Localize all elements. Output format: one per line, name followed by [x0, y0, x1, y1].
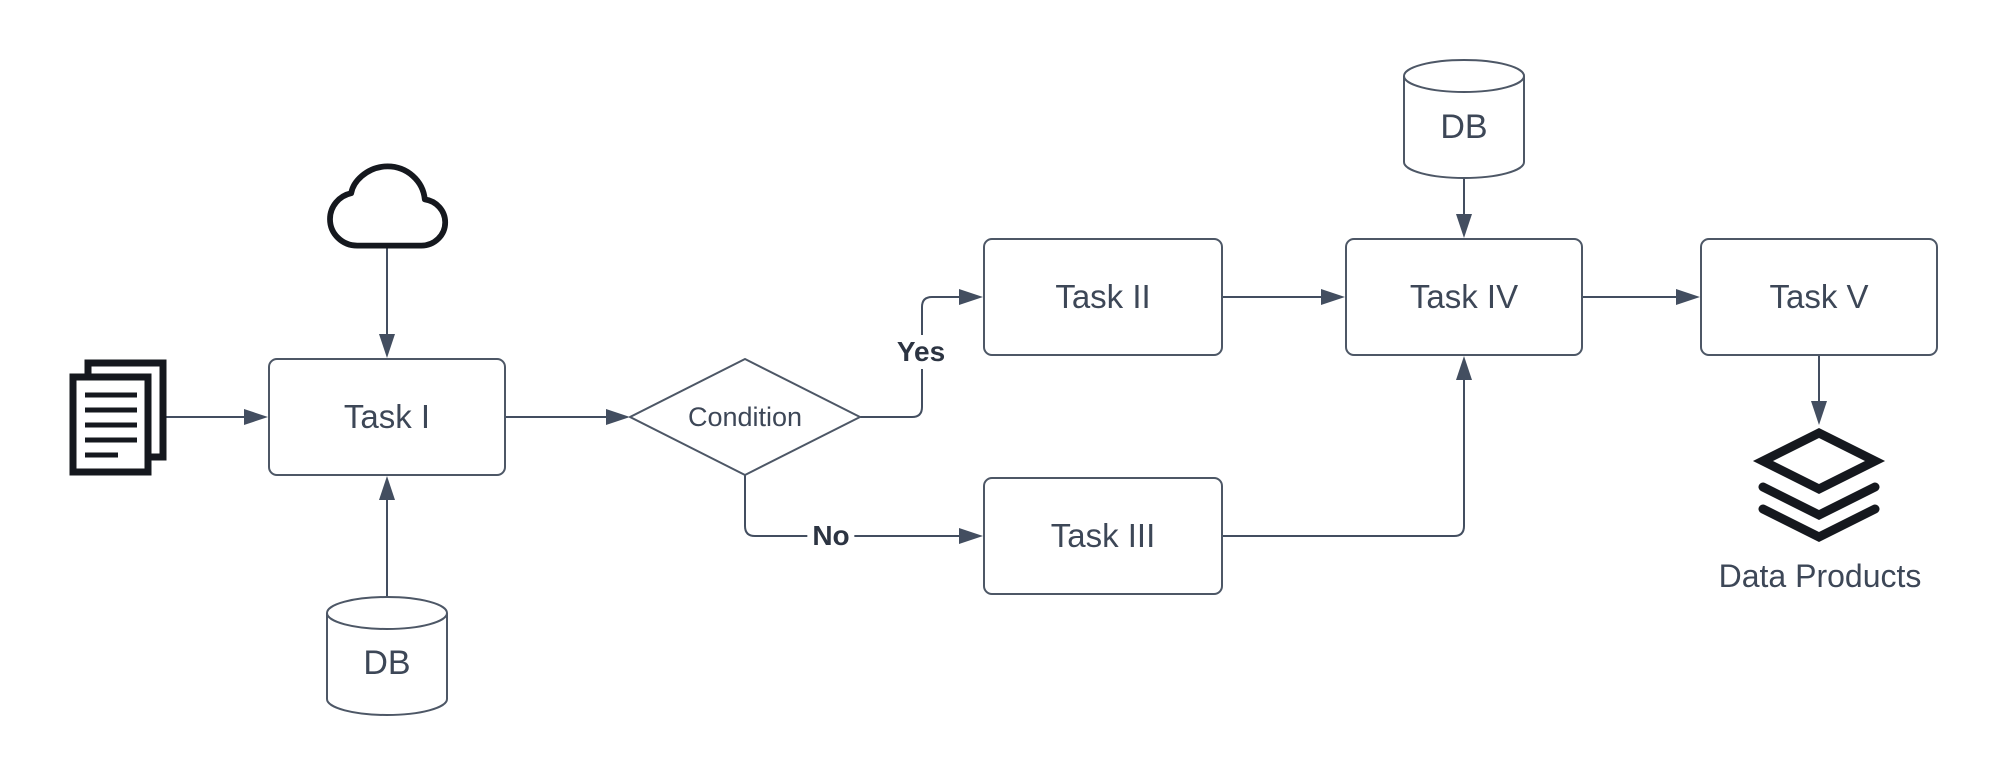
edge-task2-to-task4	[1223, 289, 1345, 305]
database-left-label: DB	[363, 643, 411, 682]
edge-dbleft-to-task1	[379, 476, 395, 597]
node-task-5: Task V	[1700, 238, 1938, 356]
edge-task3-to-task4	[1223, 356, 1472, 537]
edge-task4-to-task5	[1583, 289, 1700, 305]
node-task-4-label: Task IV	[1409, 278, 1519, 315]
edges-group	[163, 178, 1827, 597]
node-task-3: Task III	[983, 477, 1223, 595]
node-task-2: Task II	[983, 238, 1223, 356]
condition-diamond	[629, 358, 861, 476]
node-task-2-label: Task II	[1055, 278, 1151, 315]
database-top-label: DB	[1440, 107, 1488, 146]
layers-icon	[1752, 427, 1886, 543]
node-task-1: Task I	[268, 358, 506, 476]
database-cylinder-left	[326, 596, 448, 716]
node-task-4: Task IV	[1345, 238, 1583, 356]
edge-cloud-to-task1	[379, 248, 395, 358]
edge-task1-to-condition	[506, 409, 630, 425]
branch-label-yes: Yes	[891, 335, 951, 369]
condition-diamond-label: Condition	[687, 401, 803, 432]
node-task-3-label: Task III	[1050, 517, 1156, 554]
node-task-5-label: Task V	[1769, 278, 1869, 315]
edge-condition-no-to-task3	[744, 475, 983, 544]
edge-documents-to-task1	[163, 409, 268, 425]
documents-icon	[69, 359, 167, 476]
branch-label-no: No	[807, 519, 855, 553]
cloud-icon	[327, 163, 449, 249]
data-products-label: Data Products	[1718, 557, 1922, 594]
node-task-1-label: Task I	[343, 398, 431, 435]
edge-task5-to-data-products	[1811, 356, 1827, 425]
edge-dbtop-to-task4	[1456, 178, 1472, 238]
database-cylinder-top	[1403, 59, 1525, 179]
